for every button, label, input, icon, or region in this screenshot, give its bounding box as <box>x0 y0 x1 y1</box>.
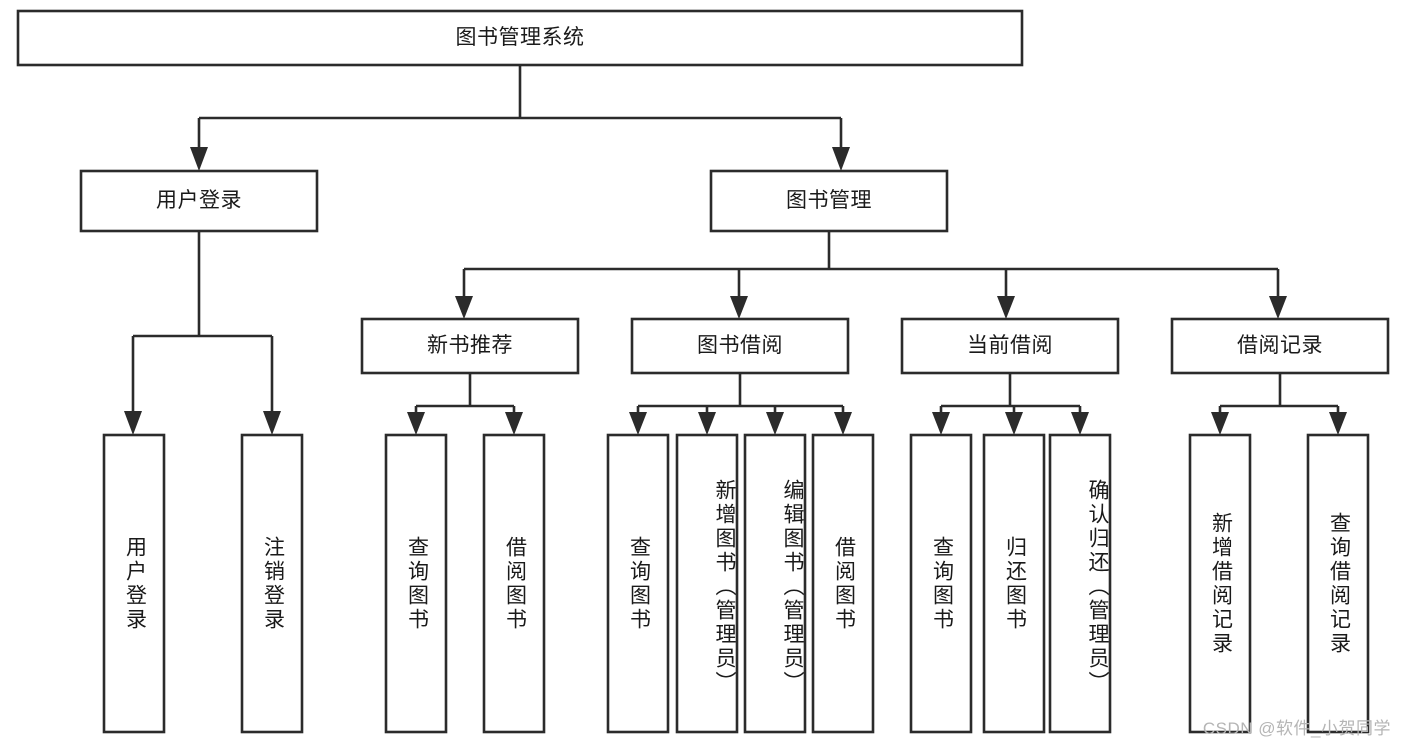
node-leaf-edit-book[interactable] <box>743 433 807 734</box>
arrow-head-icon <box>455 296 473 319</box>
arrow-head-icon <box>124 411 142 435</box>
connector-root-to-level2 <box>190 65 850 171</box>
node-leaf-borrow-book-2[interactable] <box>811 433 875 734</box>
node-leaf-return-book[interactable] <box>982 433 1046 734</box>
node-current-borrow[interactable] <box>900 317 1120 375</box>
arrow-head-icon <box>1269 296 1287 319</box>
arrow-head-icon <box>629 412 647 435</box>
node-leaf-add-record[interactable] <box>1188 433 1252 734</box>
arrow-head-icon <box>932 412 950 435</box>
node-leaf-query-record[interactable] <box>1306 433 1370 734</box>
connector-new-book-rec-to-leaves <box>407 373 523 435</box>
node-leaf-query-book-2[interactable] <box>606 433 670 734</box>
node-leaf-logout[interactable] <box>240 433 304 734</box>
node-leaf-user-login[interactable] <box>102 433 166 734</box>
node-borrow-record[interactable] <box>1170 317 1390 375</box>
arrow-head-icon <box>997 296 1015 319</box>
arrow-head-icon <box>832 147 850 171</box>
connector-book-manage-to-level3 <box>455 231 1287 319</box>
connector-current-borrow-to-leaves <box>932 373 1089 435</box>
node-leaf-confirm-return[interactable] <box>1048 433 1112 734</box>
node-leaf-add-book[interactable] <box>675 433 739 734</box>
arrow-head-icon <box>766 412 784 435</box>
arrow-head-icon <box>730 296 748 319</box>
arrow-head-icon <box>263 411 281 435</box>
arrow-head-icon <box>407 412 425 435</box>
arrow-head-icon <box>698 412 716 435</box>
arrow-head-icon <box>190 147 208 171</box>
node-new-book-rec[interactable] <box>360 317 580 375</box>
node-leaf-query-book-1[interactable] <box>384 433 448 734</box>
connector-borrow-record-to-leaves <box>1211 373 1347 435</box>
node-leaf-query-book-3[interactable] <box>909 433 973 734</box>
arrow-head-icon <box>834 412 852 435</box>
arrow-head-icon <box>1329 412 1347 435</box>
connector-book-borrow-to-leaves <box>629 373 852 435</box>
arrow-head-icon <box>1071 412 1089 435</box>
arrow-head-icon <box>505 412 523 435</box>
node-book-borrow[interactable] <box>630 317 850 375</box>
node-user-login[interactable] <box>79 169 319 233</box>
node-book-manage[interactable] <box>709 169 949 233</box>
node-root[interactable] <box>16 9 1024 67</box>
arrow-head-icon <box>1211 412 1229 435</box>
node-leaf-borrow-book-1[interactable] <box>482 433 546 734</box>
arrow-head-icon <box>1005 412 1023 435</box>
connector-user-login-to-leaves <box>124 231 281 435</box>
